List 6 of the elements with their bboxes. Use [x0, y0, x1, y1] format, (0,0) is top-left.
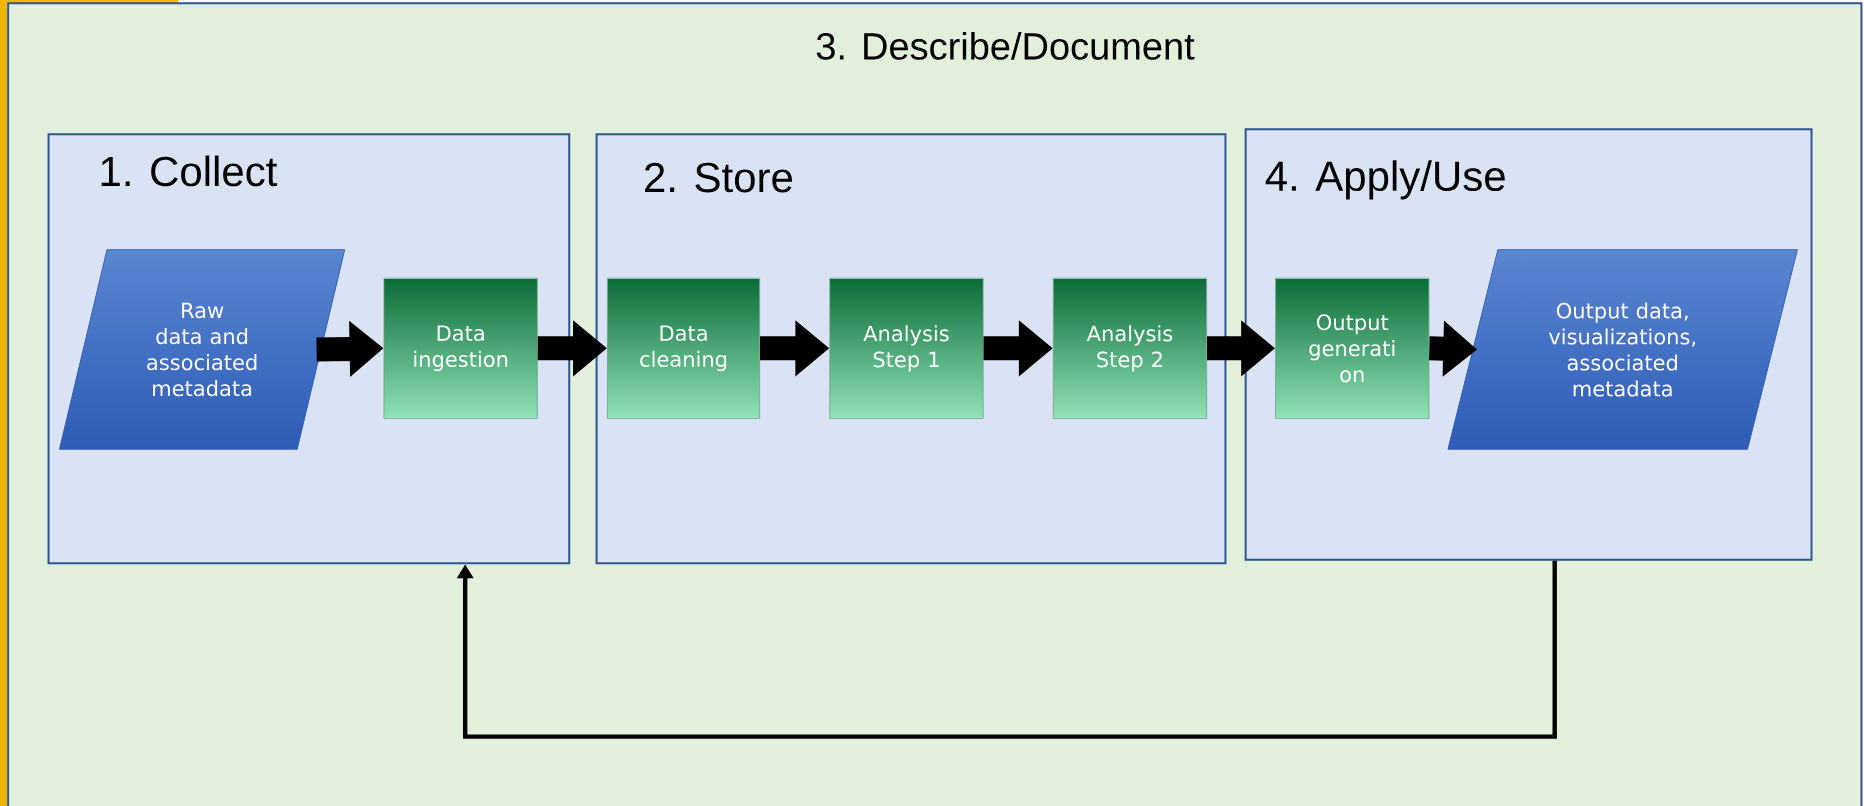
process-box: Data ingestion: [383, 277, 538, 419]
process-box: Analysis Step 2: [1052, 277, 1208, 419]
process-box: Output generati on: [1275, 277, 1430, 419]
process-box: Data cleaning: [607, 277, 761, 419]
process-box: Analysis Step 1: [829, 277, 984, 419]
arrow: [456, 560, 1557, 739]
